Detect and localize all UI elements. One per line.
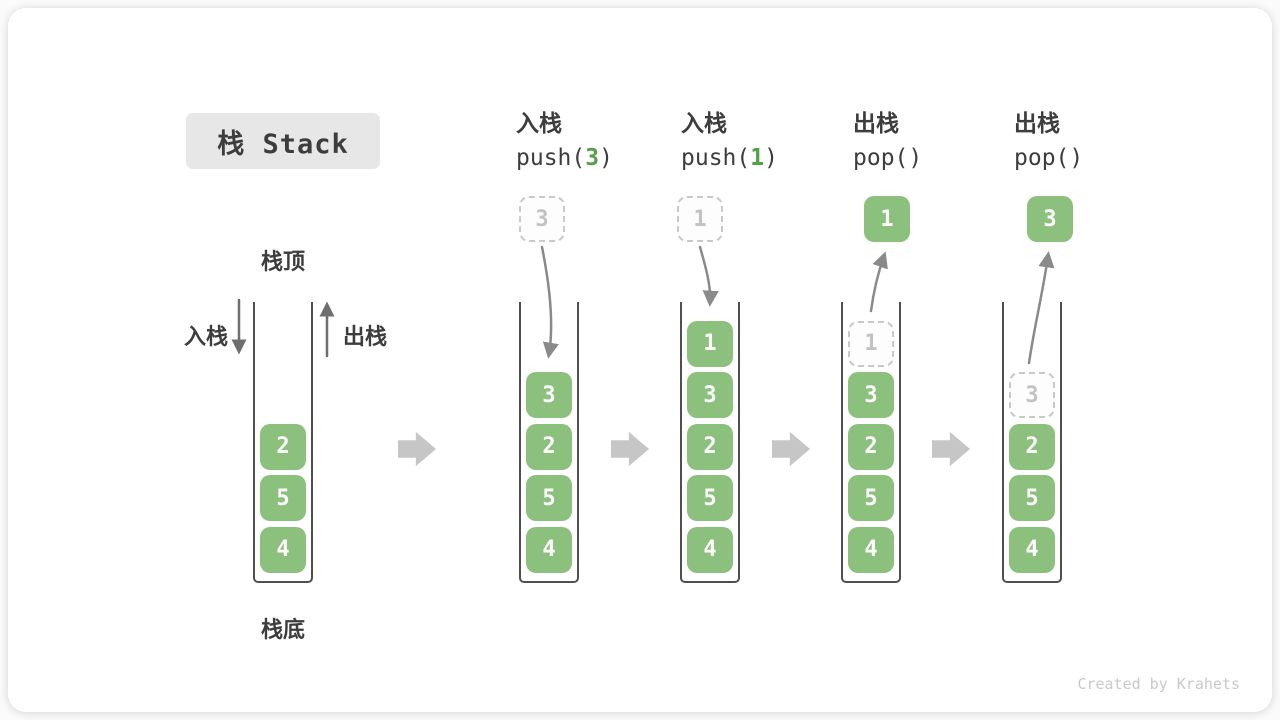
stack-bottom-label: 栈底	[260, 617, 305, 642]
operation-code: push(3)	[516, 145, 613, 171]
stack-initial: 2 5 4	[253, 302, 313, 583]
pop-direction-label: 出栈	[343, 324, 388, 349]
stack-element: 2	[1009, 423, 1055, 470]
watermark: Created by Krahets	[1077, 675, 1240, 693]
operation-arg: 1	[750, 145, 765, 171]
stack-element: 2	[526, 423, 572, 470]
push-direction-label: 入栈	[184, 324, 229, 349]
stack-element: 4	[1009, 526, 1055, 573]
stack-pop-1: 1 3 2 5 4	[841, 302, 901, 583]
stack-after-push-3: 3 2 5 4	[519, 302, 579, 583]
operation-name: 出栈	[853, 110, 899, 136]
popped-value-box: 1	[864, 196, 910, 242]
operation-caption-pop-1: 出栈 pop()	[853, 106, 922, 176]
operation-caption-push-3: 入栈 push(3)	[516, 106, 613, 176]
incoming-value-box: 1	[677, 196, 723, 242]
stack-element-ghost: 3	[1009, 372, 1055, 418]
operation-name: 出栈	[1014, 110, 1060, 136]
stack-element: 4	[526, 526, 572, 573]
stack-element: 5	[260, 475, 306, 521]
stack-element: 3	[526, 372, 572, 418]
stack-element: 2	[848, 423, 894, 470]
stack-element: 3	[687, 372, 733, 418]
stack-element: 2	[687, 423, 733, 470]
stack-element: 1	[687, 320, 733, 367]
incoming-value-box: 3	[519, 196, 565, 242]
operation-code: pop()	[1014, 145, 1084, 171]
stack-element: 4	[260, 526, 306, 573]
operation-name: 入栈	[681, 110, 727, 136]
operation-code: push(1)	[681, 145, 778, 171]
popped-value-box: 3	[1027, 196, 1073, 242]
stack-element: 5	[526, 475, 572, 521]
page-title: 栈 Stack	[186, 113, 380, 169]
stack-element: 5	[687, 475, 733, 521]
operation-caption-pop-2: 出栈 pop()	[1014, 106, 1083, 176]
stack-element-ghost: 1	[848, 320, 894, 367]
stack-element: 3	[848, 372, 894, 418]
stack-pop-2: 3 2 5 4	[1002, 302, 1062, 583]
stack-element: 5	[1009, 475, 1055, 521]
operation-caption-push-1: 入栈 push(1)	[681, 106, 778, 176]
stack-top-label: 栈顶	[260, 249, 305, 274]
operation-name: 入栈	[516, 110, 562, 136]
operation-code: pop()	[853, 145, 923, 171]
stack-after-push-1: 1 3 2 5 4	[680, 302, 740, 583]
stack-element: 4	[848, 526, 894, 573]
stack-element: 2	[260, 423, 306, 470]
stack-element: 4	[687, 526, 733, 573]
stack-element: 5	[848, 475, 894, 521]
operation-arg: 3	[585, 145, 600, 171]
